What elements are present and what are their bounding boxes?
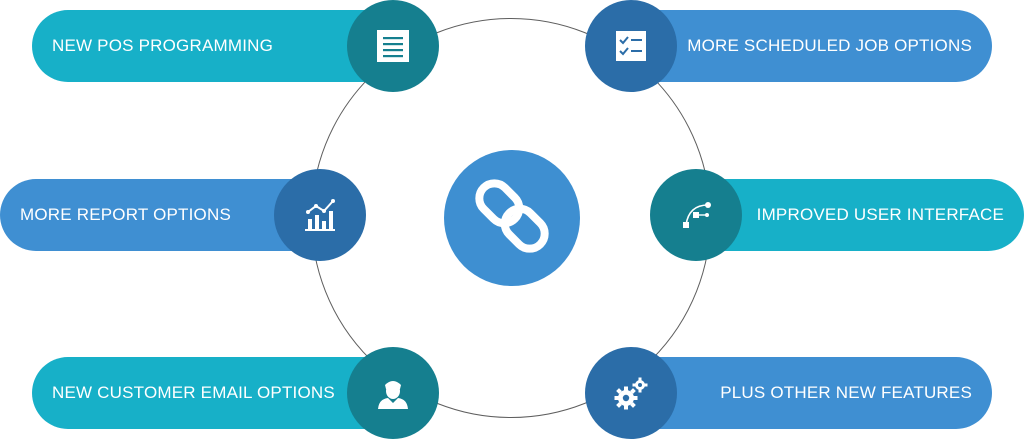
document-icon	[375, 28, 411, 64]
feature-label: MORE SCHEDULED JOB OPTIONS	[687, 36, 972, 55]
feature-label: MORE REPORT OPTIONS	[20, 205, 231, 224]
checklist-icon	[613, 28, 649, 64]
feature-label: NEW CUSTOMER EMAIL OPTIONS	[52, 383, 335, 402]
bezier-curve-icon	[678, 197, 714, 233]
chain-link-icon	[466, 170, 558, 267]
gears-icon	[613, 375, 649, 411]
bar-chart-icon	[302, 197, 338, 233]
feature-node-pos-programming	[347, 0, 439, 92]
feature-node-scheduled-jobs	[585, 0, 677, 92]
feature-node-report-options	[274, 169, 366, 261]
feature-pill-scheduled-jobs: MORE SCHEDULED JOB OPTIONS	[612, 10, 992, 82]
feature-label: IMPROVED USER INTERFACE	[756, 205, 1004, 224]
feature-label: NEW POS PROGRAMMING	[52, 36, 274, 55]
feature-node-customer-email	[347, 347, 439, 439]
feature-label: PLUS OTHER NEW FEATURES	[720, 383, 972, 402]
feature-node-other-features	[585, 347, 677, 439]
feature-node-user-interface	[650, 169, 742, 261]
feature-pill-user-interface: IMPROVED USER INTERFACE	[690, 179, 1024, 251]
center-hub	[444, 150, 580, 286]
user-icon	[375, 375, 411, 411]
